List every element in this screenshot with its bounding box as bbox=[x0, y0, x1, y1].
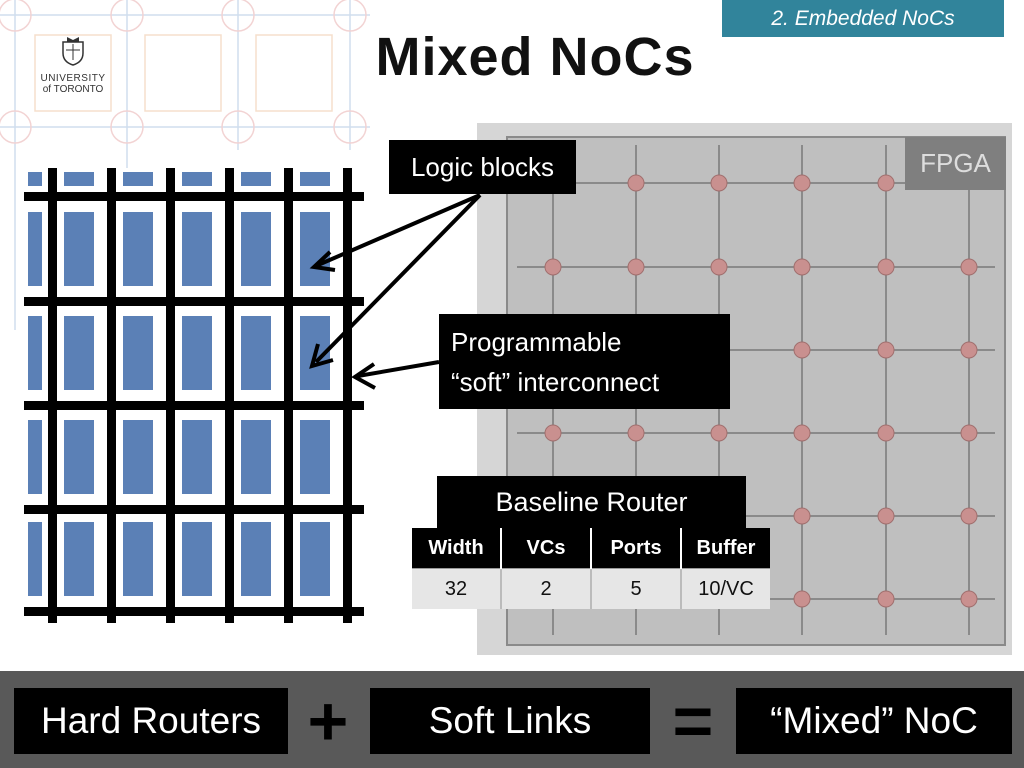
router-node bbox=[793, 590, 811, 608]
router-node bbox=[627, 424, 645, 442]
logic-block bbox=[123, 420, 153, 494]
logic-block bbox=[300, 420, 330, 494]
logic-block bbox=[123, 172, 153, 186]
router-node bbox=[793, 341, 811, 359]
logic-block bbox=[300, 522, 330, 596]
logic-block bbox=[182, 420, 212, 494]
logic-block bbox=[123, 316, 153, 390]
slide-title: Mixed NoCs bbox=[375, 27, 695, 87]
logic-block bbox=[182, 316, 212, 390]
router-node bbox=[793, 258, 811, 276]
logic-block bbox=[241, 172, 271, 186]
logic-block bbox=[300, 172, 330, 186]
router-node bbox=[877, 174, 895, 192]
logic-block bbox=[241, 420, 271, 494]
logic-block bbox=[123, 212, 153, 286]
logic-block bbox=[64, 420, 94, 494]
section-tag: 2. Embedded NoCs bbox=[722, 0, 1004, 37]
header-vcs: VCs bbox=[500, 528, 591, 569]
equals-sign: = bbox=[672, 682, 714, 760]
value-vcs: 2 bbox=[500, 568, 591, 609]
fpga-label: FPGA bbox=[905, 137, 1006, 190]
hard-routers-box: Hard Routers bbox=[14, 688, 288, 754]
logic-block bbox=[28, 172, 42, 186]
logic-block bbox=[241, 212, 271, 286]
router-node bbox=[877, 590, 895, 608]
logic-block bbox=[64, 172, 94, 186]
table-header-row: Width VCs Ports Buffer bbox=[412, 528, 770, 569]
value-ports: 5 bbox=[590, 568, 681, 609]
router-node bbox=[960, 341, 978, 359]
router-node bbox=[627, 258, 645, 276]
logic-block bbox=[182, 212, 212, 286]
programmable-line2: “soft” interconnect bbox=[451, 367, 660, 397]
logic-block bbox=[241, 522, 271, 596]
router-node bbox=[877, 424, 895, 442]
callout-arrows bbox=[309, 193, 482, 390]
baseline-router-title: Baseline Router bbox=[437, 476, 746, 528]
logic-block bbox=[28, 522, 42, 596]
router-node bbox=[793, 424, 811, 442]
mixed-noc-box: “Mixed” NoC bbox=[736, 688, 1012, 754]
logo-text-line1: UNIVERSITY bbox=[40, 73, 106, 84]
value-buffer: 10/VC bbox=[680, 568, 770, 609]
router-node bbox=[960, 507, 978, 525]
router-node bbox=[877, 341, 895, 359]
crest-icon bbox=[62, 37, 84, 66]
programmable-interconnect-callout: Programmable “soft” interconnect bbox=[439, 314, 730, 409]
router-node bbox=[544, 424, 562, 442]
logic-block bbox=[64, 212, 94, 286]
logo-text-line2: of TORONTO bbox=[42, 84, 104, 95]
logic-block bbox=[28, 212, 42, 286]
baseline-router-table: Width VCs Ports Buffer 32 2 5 10/VC bbox=[412, 528, 770, 609]
header-ports: Ports bbox=[590, 528, 681, 569]
logic-block bbox=[241, 316, 271, 390]
logic-block bbox=[64, 522, 94, 596]
logic-block bbox=[123, 522, 153, 596]
logic-block bbox=[28, 420, 42, 494]
logic-block bbox=[182, 522, 212, 596]
router-node bbox=[960, 424, 978, 442]
programmable-line1: Programmable bbox=[451, 327, 622, 357]
table-row: 32 2 5 10/VC bbox=[412, 568, 770, 609]
logic-block bbox=[64, 316, 94, 390]
router-node bbox=[877, 507, 895, 525]
router-node bbox=[710, 258, 728, 276]
router-node bbox=[627, 174, 645, 192]
router-node bbox=[793, 174, 811, 192]
router-node bbox=[710, 174, 728, 192]
router-node bbox=[960, 590, 978, 608]
router-node bbox=[960, 258, 978, 276]
router-node bbox=[710, 424, 728, 442]
logic-block bbox=[300, 212, 330, 286]
logic-block bbox=[182, 172, 212, 186]
plus-sign: + bbox=[307, 682, 349, 760]
router-node bbox=[793, 507, 811, 525]
header-width: Width bbox=[412, 528, 501, 569]
router-node bbox=[544, 258, 562, 276]
value-width: 32 bbox=[412, 568, 501, 609]
router-node bbox=[877, 258, 895, 276]
logic-block bbox=[28, 316, 42, 390]
logic-blocks-callout: Logic blocks bbox=[389, 140, 576, 194]
university-logo: UNIVERSITY of TORONTO bbox=[34, 32, 112, 114]
header-buffer: Buffer bbox=[680, 528, 770, 569]
logic-block-array bbox=[24, 168, 364, 623]
soft-links-box: Soft Links bbox=[370, 688, 650, 754]
